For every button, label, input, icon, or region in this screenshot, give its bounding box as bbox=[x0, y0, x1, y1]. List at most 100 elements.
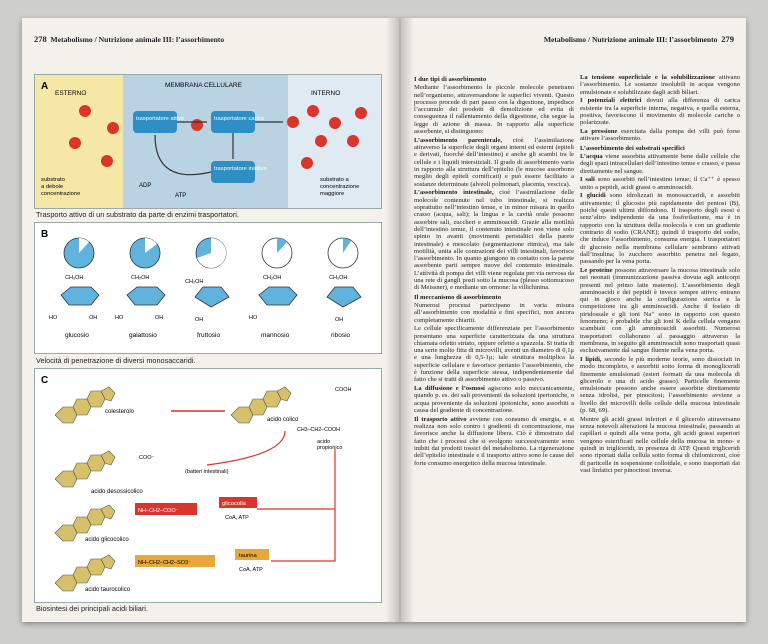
dial-wedge bbox=[145, 238, 157, 253]
left-header-title: Metabolismo / Nutrizione animale III: l’… bbox=[50, 35, 225, 44]
taurina-box bbox=[235, 549, 269, 560]
right-header-title: Metabolismo / Nutrizione animale III: l’… bbox=[543, 35, 718, 44]
substrate-molecule bbox=[347, 135, 359, 147]
arrow-red bbox=[206, 430, 286, 466]
substrate-molecule bbox=[101, 155, 113, 167]
sugar-label-mannosio: mannosio bbox=[261, 332, 290, 339]
label-batteri: (batteri intestinali) bbox=[185, 469, 229, 475]
paragraph-text: attivano l’assorbimento. Le sostanze ins… bbox=[580, 74, 740, 96]
paragraph: Mentre gli acidi grassi inferiori e il g… bbox=[580, 416, 740, 474]
left-page: 278 Metabolismo / Nutrizione animale III… bbox=[22, 18, 394, 622]
sugar-label-fruttosio: fruttosio bbox=[197, 332, 221, 339]
carrier-active bbox=[133, 111, 177, 133]
label-trasp-carico: trasportatore carico bbox=[214, 116, 264, 122]
paragraph-lead: La tensione superficiale e la solubilizz… bbox=[580, 74, 715, 81]
caption-figure-c: Biosintesi dei principali acidi biliari. bbox=[36, 604, 148, 613]
paragraph-text: dovuti alla differenza di carica esisten… bbox=[580, 97, 740, 127]
ring-glucosio bbox=[60, 286, 100, 306]
paragraph-text: viene assorbita attivamente bene dalle c… bbox=[580, 152, 740, 175]
label-coa-atp-1: CoA, ATP bbox=[225, 515, 249, 521]
arrow bbox=[154, 134, 212, 176]
taurine-conjugate-box bbox=[135, 555, 215, 567]
left-page-header: 278 Metabolismo / Nutrizione animale III… bbox=[34, 34, 224, 44]
paragraph-text: possono attraversare la mucosa intestina… bbox=[580, 266, 740, 355]
penetration-dials bbox=[63, 237, 359, 269]
label-interno: INTERNO bbox=[311, 90, 340, 97]
label-glicocolla: glicocolla bbox=[222, 501, 247, 507]
chem-label: OH bbox=[335, 317, 343, 323]
paragraph-text: Mentre gli acidi grassi inferiori e il g… bbox=[580, 415, 740, 474]
label-adp: ADP bbox=[139, 183, 151, 189]
paragraph-lead: Le proteine bbox=[580, 266, 613, 274]
steroid-deoxy bbox=[54, 450, 116, 488]
paragraph: La pressione esercitata dalla pompa dei … bbox=[580, 128, 740, 143]
substrate-molecule bbox=[301, 157, 313, 169]
label-trasp-attivo: trasportatore attivo bbox=[136, 116, 184, 122]
glicocolla-box bbox=[219, 497, 257, 508]
steroid-colesterolo bbox=[54, 386, 116, 424]
ring-ribosio bbox=[326, 286, 362, 308]
chem-label: OH bbox=[155, 315, 163, 321]
substrate-molecule bbox=[355, 107, 367, 119]
paragraph-text: cioè l’assimilazione delle molecole cont… bbox=[414, 189, 574, 292]
paragraph: I lipidi, secondo le più moderne teorie,… bbox=[580, 356, 740, 414]
paragraph: L’assorbimento parenterale, cioè l’assim… bbox=[414, 137, 574, 188]
interior-region bbox=[288, 75, 381, 208]
substrate-molecule bbox=[191, 119, 203, 131]
chem-label: HO bbox=[49, 315, 58, 321]
chem-label: CH₂OH bbox=[185, 279, 203, 285]
chem-label: OH bbox=[195, 317, 203, 323]
paragraph: La diffusione e l’osmosi agiscono solo m… bbox=[414, 385, 574, 414]
sugar-label-ribosio: ribosio bbox=[331, 332, 351, 339]
ring-galattosio bbox=[126, 286, 166, 306]
chem-label: HO bbox=[249, 315, 258, 321]
substrate-molecule bbox=[287, 116, 299, 128]
label-acido-colico: acido colico bbox=[267, 417, 299, 423]
paragraph-lead: I glucidi bbox=[580, 192, 606, 200]
chem-label: CH₂OH bbox=[65, 275, 83, 281]
paragraph: I potenziali elettrici dovuti alla diffe… bbox=[580, 97, 740, 126]
page-number-right: 279 bbox=[721, 34, 734, 44]
substrate-molecule bbox=[79, 105, 91, 117]
ring-mannosio bbox=[258, 286, 298, 306]
label-a: A bbox=[41, 81, 48, 92]
paragraph-text: esercitata dalla pompa dei villi può for… bbox=[580, 128, 740, 143]
substrate-molecule bbox=[69, 137, 81, 149]
figure-c-svg: C colesterolo acido colico COOH CH3–CH2–… bbox=[41, 375, 352, 593]
glycine-conjugate-box bbox=[135, 503, 197, 515]
label-taurina: taurina bbox=[239, 553, 258, 559]
figure-a-active-transport: A ESTERNO MEMBRANA CELLULARE INTERNO tra… bbox=[34, 74, 382, 209]
paragraph-text: sono idrolizzati in monosaccaridi, e ass… bbox=[580, 192, 740, 266]
label-coa-atp-2: CoA, ATP bbox=[239, 567, 263, 573]
paragraph: L’acqua viene assorbita attivamente bene… bbox=[580, 153, 740, 175]
dial-wedge bbox=[277, 238, 287, 253]
figure-b-svg: B bbox=[41, 229, 362, 339]
label-c: C bbox=[41, 375, 48, 386]
paragraph-text: sono assorbiti nell’intestino tenue; il … bbox=[580, 176, 740, 191]
caption-figure-a: Trasporto attivo di un substrato da part… bbox=[36, 210, 239, 219]
paragraph: L’assorbimento intestinale, cioè l’assim… bbox=[414, 189, 574, 291]
paragraph-text: agiscono solo meccanicamente, quando p. … bbox=[414, 385, 574, 415]
paragraph: Numerosi processi partecipano in varia m… bbox=[414, 302, 574, 324]
paragraph-lead: I sali bbox=[580, 176, 595, 184]
label-cooh: COOH bbox=[335, 387, 352, 393]
sugar-label-galattosio: galattosio bbox=[129, 332, 157, 339]
chem-label: OH bbox=[89, 315, 97, 321]
book-gutter bbox=[386, 18, 414, 622]
paragraph: Le cellule specificamente differenziate … bbox=[414, 325, 574, 383]
steroid-taurocolico bbox=[54, 554, 116, 592]
membrane-region bbox=[123, 75, 288, 208]
paragraph-text: Numerosi processi partecipano in varia m… bbox=[414, 301, 574, 324]
label-propionic-formula: CH3–CH2–COOH bbox=[297, 427, 340, 433]
label-deoxy: acido desossicolico bbox=[91, 489, 143, 495]
paragraph-text: cioè l’assimilazione attraverso la super… bbox=[414, 136, 575, 188]
section-heading: I due tipi di assorbimento bbox=[414, 76, 487, 83]
label-coo: COO⁻ bbox=[139, 455, 155, 461]
paragraph-lead: La pressione bbox=[580, 128, 618, 136]
text-column-2: La tensione superficiale e la solubilizz… bbox=[580, 74, 740, 476]
figure-a-svg: A ESTERNO MEMBRANA CELLULARE INTERNO tra… bbox=[35, 75, 381, 208]
